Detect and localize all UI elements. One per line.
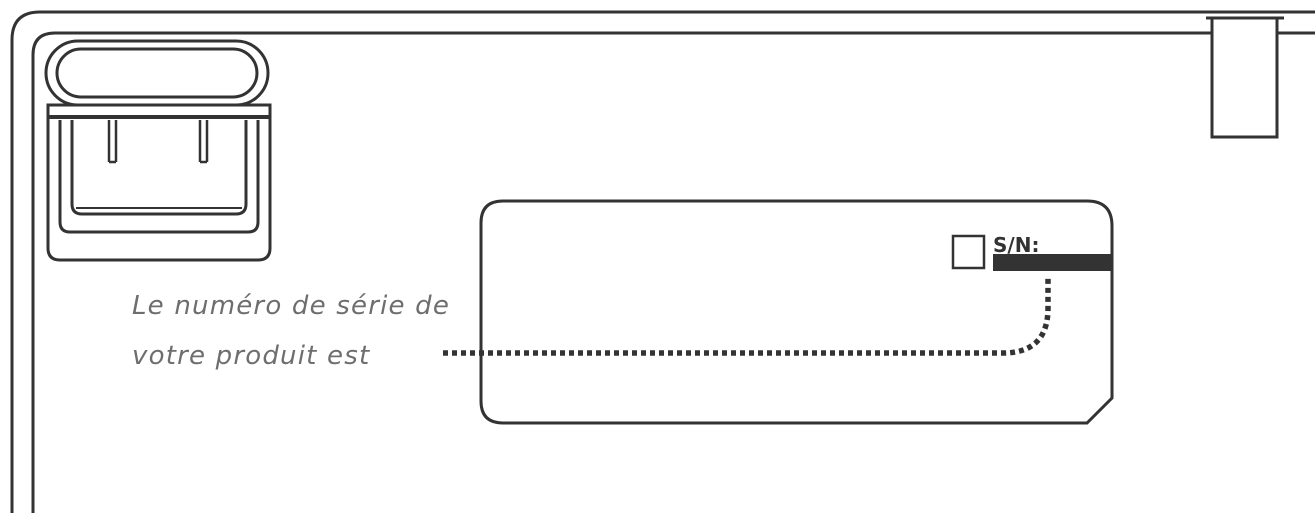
tilt-leg-inner: [70, 120, 248, 216]
top-right-bracket: [1210, 18, 1279, 139]
rubber-pad-inner: [55, 47, 259, 99]
tilt-leg-slot-right: [198, 120, 209, 164]
tilt-leg-slot-left: [107, 120, 118, 164]
keyboard-body-inner-outline: [31, 31, 1315, 513]
serial-number-bar: [993, 254, 1113, 271]
caption-line-2: votre produit est: [132, 341, 371, 371]
caption-line-1: Le numéro de série de: [132, 291, 451, 321]
serial-number-label: S/N:: [993, 233, 1039, 257]
keyboard-body-outer-outline: [10, 10, 1315, 513]
tilt-leg-housing: [46, 103, 272, 262]
callout-dotted-line: [443, 275, 1051, 356]
tilt-leg-outer: [58, 120, 260, 234]
serial-number-checkbox: [951, 234, 986, 270]
